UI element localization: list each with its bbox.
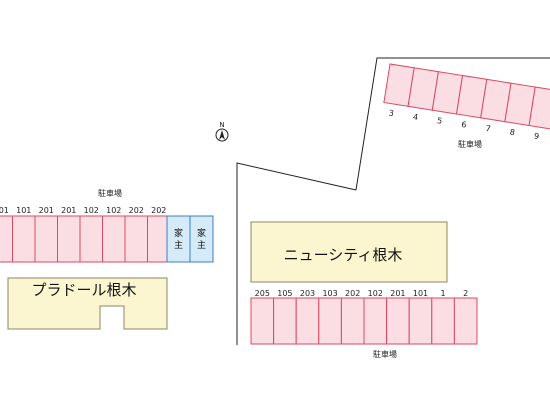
stall-label: 9 bbox=[533, 131, 539, 141]
stall-label: 105 bbox=[277, 289, 292, 298]
stall-label: 101 bbox=[16, 206, 31, 215]
owner-stall-label: 主 bbox=[174, 239, 183, 251]
parking-stall: 205 bbox=[250, 289, 275, 345]
bottom-stalls: 205 105 203 103 202 102 201 101 1 2 bbox=[250, 289, 478, 345]
owner-stall: 家主 bbox=[189, 215, 214, 263]
left-parking-caption: 駐車場 bbox=[98, 188, 122, 198]
parking-stall: 101 bbox=[408, 289, 433, 345]
stall-label: 4 bbox=[412, 112, 418, 122]
parking-stall: 9 bbox=[528, 86, 550, 141]
parking-stall: 203 bbox=[295, 289, 320, 345]
stall-label: 203 bbox=[300, 289, 315, 298]
stall-label: 202 bbox=[129, 206, 144, 215]
parking-stall: 1 bbox=[431, 289, 455, 345]
stall-label: 202 bbox=[345, 289, 360, 298]
stall-label: 7 bbox=[485, 124, 491, 134]
stall-label: 102 bbox=[368, 289, 383, 298]
parking-stall: 102 bbox=[102, 206, 126, 263]
stall-label: 201 bbox=[390, 289, 405, 298]
stall-label: 2 bbox=[463, 289, 468, 298]
parking-stall: 202 bbox=[340, 289, 365, 345]
top-right-stall-row: 3 4 5 6 7 8 9 bbox=[383, 63, 550, 141]
bottom-parking-lot: 205 105 203 103 202 102 201 101 1 2 駐車場 bbox=[250, 289, 478, 359]
parking-stall: 102 bbox=[79, 206, 103, 263]
parking-stall: 201 bbox=[386, 289, 410, 345]
top-right-parking-caption: 駐車場 bbox=[458, 139, 482, 149]
owner-stall: 家主 bbox=[166, 215, 191, 263]
stall-label: 202 bbox=[151, 206, 166, 215]
compass-icon: N bbox=[215, 121, 229, 142]
stall-label: 103 bbox=[322, 289, 337, 298]
owner-stall-label: 家 bbox=[174, 227, 183, 239]
stall-label: 201 bbox=[39, 206, 54, 215]
top-right-parking-lot: 3 4 5 6 7 8 9 駐車場 bbox=[383, 63, 550, 149]
parking-stall: 103 bbox=[318, 289, 342, 345]
owner-stall-label: 家 bbox=[197, 227, 206, 239]
compass-north-label: N bbox=[219, 121, 224, 129]
parking-stall: 101 bbox=[12, 206, 36, 263]
stall-label: 3 bbox=[388, 108, 394, 118]
parking-stall: 105 bbox=[273, 289, 297, 345]
stall-label: 5 bbox=[436, 116, 442, 126]
building-left-name: プラドール根木 bbox=[31, 281, 136, 299]
building-right-name: ニューシティ根木 bbox=[284, 246, 403, 264]
bottom-parking-caption: 駐車場 bbox=[373, 349, 397, 359]
stall-label: 201 bbox=[61, 206, 76, 215]
parking-stall: 102 bbox=[363, 289, 388, 345]
parking-stall: 201 bbox=[34, 206, 58, 263]
parking-stall: 101 bbox=[0, 206, 13, 263]
building-right: ニューシティ根木 bbox=[250, 221, 448, 283]
parking-stall: 202 bbox=[124, 206, 148, 263]
building-left: プラドール根木 bbox=[7, 277, 168, 330]
stall-label: 1 bbox=[441, 289, 446, 298]
stall-label: 101 bbox=[413, 289, 428, 298]
stall-label: 205 bbox=[255, 289, 270, 298]
stall-label: 102 bbox=[84, 206, 99, 215]
owner-stall-label: 主 bbox=[197, 239, 206, 251]
top-right-stalls: 3 4 5 6 7 8 9 bbox=[383, 63, 550, 141]
stall-label: 8 bbox=[509, 128, 515, 138]
stall-label: 102 bbox=[106, 206, 121, 215]
property-boundary bbox=[236, 57, 550, 345]
parking-stall: 7 bbox=[480, 78, 512, 134]
parking-stall: 2 bbox=[453, 289, 478, 345]
parking-stall: 201 bbox=[57, 206, 81, 263]
left-stalls: 101 101 201 201 102 102 202 202 bbox=[0, 206, 171, 263]
parking-stall: 5 bbox=[431, 71, 464, 126]
parking-stall: 3 bbox=[383, 63, 415, 118]
stall-label: 6 bbox=[461, 120, 467, 130]
stall-label: 101 bbox=[0, 206, 9, 215]
